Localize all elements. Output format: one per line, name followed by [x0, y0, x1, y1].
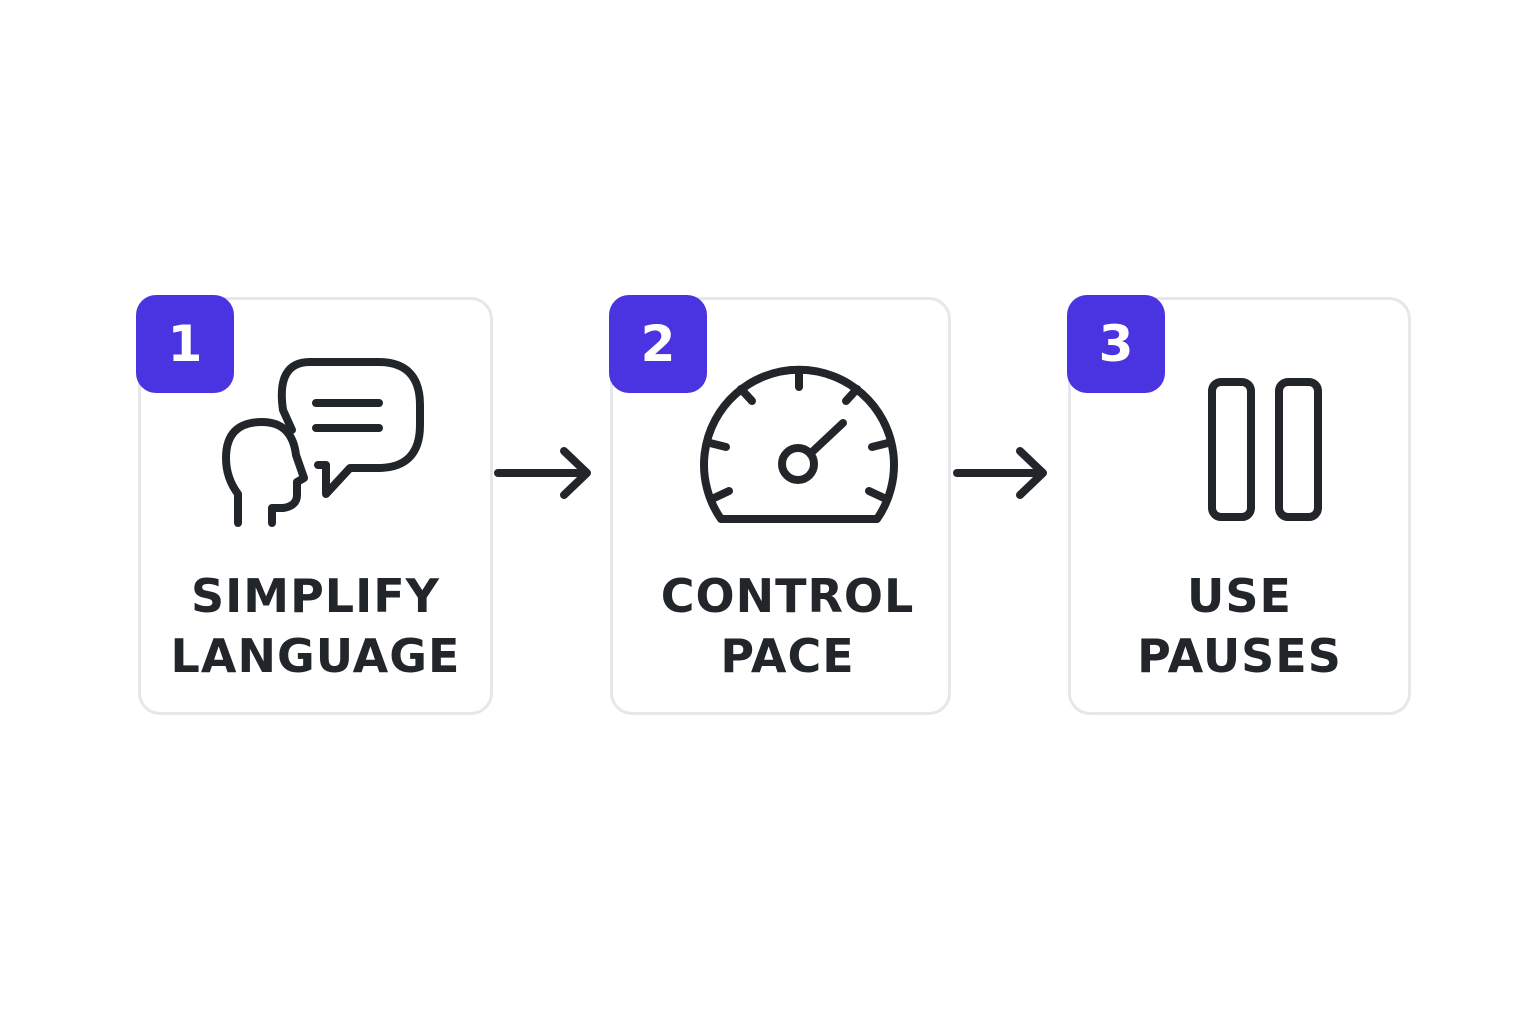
step-number-badge-2: 2	[609, 295, 707, 393]
speaking-person-speech-bubble-icon	[222, 358, 424, 527]
right-arrow-icon	[953, 447, 1047, 499]
step-label-3-line-2: PAUSES	[1137, 629, 1342, 683]
step-number-badge-3: 3	[1067, 295, 1165, 393]
step-label-1: SIMPLIFY LANGUAGE	[138, 566, 493, 686]
step-label-3-line-1: USE	[1187, 569, 1292, 623]
speedometer-icon	[700, 365, 898, 523]
step-label-2: CONTROL PACE	[610, 566, 965, 686]
step-number-badge-1: 1	[136, 295, 234, 393]
step-label-3: USE PAUSES	[1068, 566, 1411, 686]
pause-icon	[1208, 378, 1322, 521]
step-label-1-line-2: LANGUAGE	[170, 629, 461, 683]
step-label-2-line-1: CONTROL	[660, 569, 915, 623]
step-label-2-line-2: PACE	[720, 629, 855, 683]
step-label-1-line-1: SIMPLIFY	[191, 569, 440, 623]
right-arrow-icon	[494, 447, 591, 499]
